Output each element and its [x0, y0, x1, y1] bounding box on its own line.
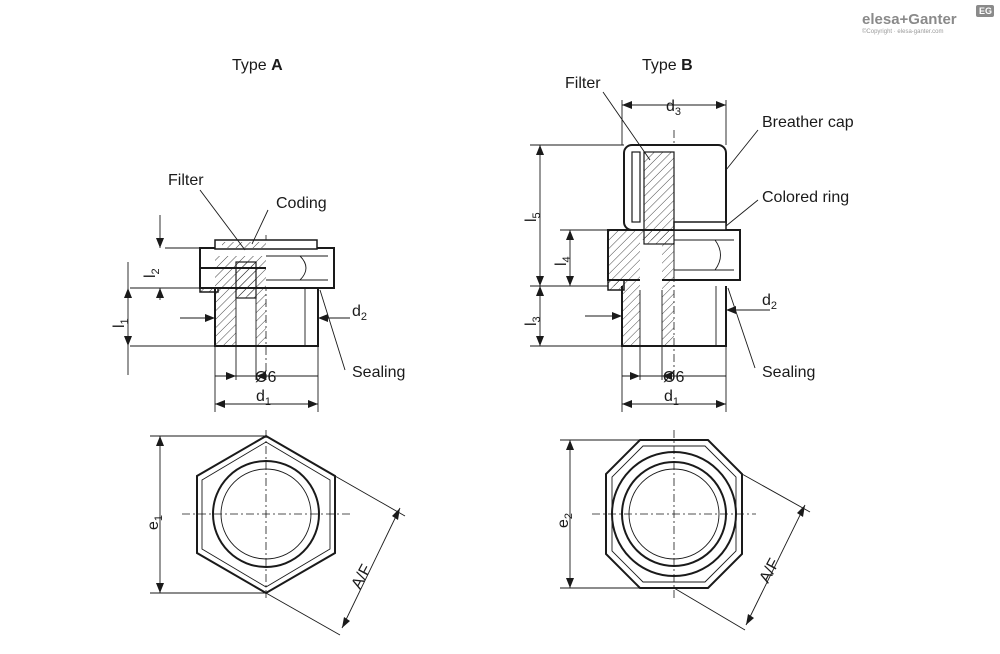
- brand-copyright: ©Copyright · elesa-ganter.com: [862, 28, 943, 35]
- type-a-sealing-leader: [319, 289, 346, 371]
- type-b-section: Type B: [523, 57, 854, 631]
- brand-badge: EG: [979, 6, 992, 16]
- type-a-sealing-label: Sealing: [352, 364, 405, 381]
- type-b-dim-e2: e2: [555, 513, 575, 528]
- type-b-colored-ring-label: Colored ring: [762, 189, 849, 206]
- type-a-coding-leader: [251, 209, 269, 245]
- type-b-filter-label: Filter: [565, 75, 601, 92]
- type-a-dim-diameter: Ø6: [255, 369, 276, 386]
- type-a-thread-body: [214, 288, 319, 347]
- type-b-sealing-label: Sealing: [762, 364, 815, 381]
- type-a-filter: [235, 261, 257, 299]
- type-b-dim-diameter: Ø6: [663, 369, 684, 386]
- svg-text:l3: l3: [523, 316, 543, 326]
- type-b-dim-d1: d1: [664, 388, 679, 408]
- type-b-dim-d3: d3: [666, 98, 681, 118]
- type-b-ring-leader: [725, 199, 759, 227]
- svg-text:d2: d2: [352, 303, 367, 323]
- type-a-dim-af: A/F: [349, 562, 376, 592]
- type-a-dim-e1: e1: [145, 515, 165, 530]
- svg-text:d2: d2: [762, 292, 777, 312]
- type-b-dim-af: A/F: [757, 556, 784, 586]
- type-a-coding-label: Coding: [276, 195, 327, 212]
- type-a-filter-label: Filter: [168, 172, 204, 189]
- type-a-hex-view: [182, 430, 350, 600]
- svg-text:d1: d1: [256, 388, 271, 408]
- svg-text:d1: d1: [664, 388, 679, 408]
- type-b-dim-l3: l3: [523, 316, 543, 326]
- type-b-breather-leader: [725, 129, 759, 171]
- svg-text:l4: l4: [553, 256, 573, 266]
- svg-text:l1: l1: [111, 318, 131, 328]
- type-b-colored-ring: [673, 221, 727, 231]
- brand-logo: elesa+Ganter EG ©Copyright · elesa-gante…: [862, 5, 994, 35]
- svg-text:e2: e2: [555, 513, 575, 528]
- type-b-breather-cap-label: Breather cap: [762, 114, 854, 131]
- type-b-filter: [643, 151, 675, 245]
- type-a-dim-d2: d2: [352, 303, 367, 323]
- type-a-dim-l2: l2: [142, 268, 162, 278]
- type-b-hex-view: [592, 430, 756, 600]
- type-a-title: Type A: [232, 57, 283, 74]
- type-a-dim-d1: d1: [256, 388, 271, 408]
- svg-text:l5: l5: [523, 212, 543, 222]
- type-b-dim-d2: d2: [762, 292, 777, 312]
- type-b-filter-leader: [602, 91, 651, 161]
- type-a-section: Type A l2: [111, 57, 405, 636]
- type-b-sealing-leader: [727, 287, 756, 369]
- type-a-dim-l1: l1: [111, 318, 131, 328]
- type-a-filter-leader: [199, 189, 246, 251]
- type-b-title: Type B: [642, 57, 693, 74]
- svg-text:l2: l2: [142, 268, 162, 278]
- svg-text:e1: e1: [145, 515, 165, 530]
- type-b-dim-l5: l5: [523, 212, 543, 222]
- type-b-dim-l4: l4: [553, 256, 573, 266]
- brand-name: elesa+Ganter: [862, 11, 957, 28]
- svg-text:d3: d3: [666, 98, 681, 118]
